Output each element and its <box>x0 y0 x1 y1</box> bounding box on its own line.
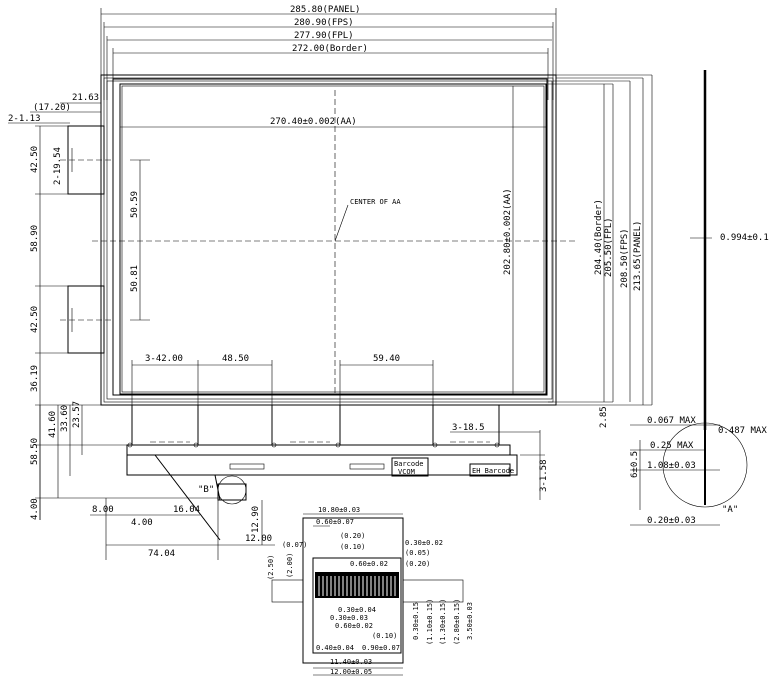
dim-0-60-b: 0.60±0.02 <box>350 560 388 568</box>
dim-41-60: 41.60 <box>48 411 58 438</box>
dim-48-50: 48.50 <box>222 354 249 364</box>
top-dimensions: 285.80(PANEL) 280.90(FPS) 277.90(FPL) 27… <box>100 5 557 100</box>
dim-0-25-max: 0.25 MAX <box>650 441 694 451</box>
dim-1-08: 1.08±0.03 <box>647 461 696 471</box>
dim-0-487-max: 0.487 MAX <box>718 426 767 436</box>
detail-b: 10.80±0.03 0.60±0.07 (0.20) (0.10) 0.30±… <box>267 506 474 676</box>
dim-4-00: 4.00 <box>131 518 153 528</box>
dim-aa-height: 202.80±0.002(AA) <box>503 188 513 275</box>
dim-1-10-v: (1.10±0.15) <box>426 599 434 645</box>
dim-12-00: 12.00 <box>245 534 272 544</box>
barcode-label-2-text: EH Barcode <box>472 467 514 475</box>
dim-aa-width: 270.40±0.002(AA) <box>270 117 357 127</box>
dim-0-07-p: (0.07) <box>282 541 307 549</box>
dim-50-59: 50.59 <box>130 191 140 218</box>
dim-50-81: 50.81 <box>130 265 140 292</box>
dim-fps-width: 280.90(FPS) <box>294 18 354 28</box>
barcode-label-1 <box>391 457 429 477</box>
dim-0-30-v: 0.30±0.15 <box>412 602 420 640</box>
dim-0-10-p2: (0.10) <box>372 632 397 640</box>
dim-0-30-c: 0.30±0.03 <box>330 614 368 622</box>
dim-59-40: 59.40 <box>373 354 400 364</box>
dim-21-63: 21.63 <box>72 93 99 103</box>
dim-16-04: 16.04 <box>173 505 200 515</box>
dim-fpl-height: 205.50(FPL) <box>604 217 614 277</box>
dim-3-18-5: 3-18.5 <box>452 423 485 433</box>
dim-panel-width: 285.80(PANEL) <box>290 5 360 15</box>
dim-36-19: 36.19 <box>30 365 40 392</box>
dim-42-50-top: 42.50 <box>30 146 40 173</box>
dim-0-05-p: (0.05) <box>405 549 430 557</box>
barcode-label-2 <box>469 463 511 477</box>
active-area: 270.40±0.002(AA) CENTER OF AA 50.59 50.8… <box>92 86 575 440</box>
dim-23-57: 23.57 <box>72 401 82 428</box>
dim-3-42: 3-42.00 <box>145 354 183 364</box>
dim-4-00-vertical: 4.00 <box>30 498 40 520</box>
dim-0-90: 0.90±0.07 <box>362 644 400 652</box>
detail-a-label: "A" <box>722 505 738 515</box>
dim-border-height: 204.40(Border) <box>594 199 604 275</box>
barcode-label-1-text: Barcode <box>394 460 424 468</box>
dim-2-50-p: (2.50) <box>267 555 275 580</box>
dim-0-30-a: 0.30±0.02 <box>405 539 443 547</box>
dim-3-50-v: 3.50±0.03 <box>466 602 474 640</box>
dim-33-60: 33.60 <box>60 405 70 432</box>
barcode-label-1-sub: VCOM <box>398 468 415 476</box>
dim-border-width: 272.00(Border) <box>292 44 368 54</box>
dim-0-10-p: (0.10) <box>340 543 365 551</box>
dim-0-20: 0.20±0.03 <box>647 516 696 526</box>
dim-10-80: 10.80±0.03 <box>318 506 360 514</box>
dim-42-50-bottom: 42.50 <box>30 306 40 333</box>
dim-12-00-b: 12.00±0.05 <box>330 668 372 676</box>
fpc-bottom: Barcode VCOM EH Barcode "B" 58.50 41.60 … <box>30 401 549 560</box>
dim-0-40: 0.40±0.04 <box>316 644 354 652</box>
dim-6-0-5: 6±0.5 <box>630 451 640 478</box>
dim-58-50: 58.50 <box>30 438 40 465</box>
dim-8-00: 8.00 <box>92 505 114 515</box>
dim-2-85: 2.85 <box>599 406 609 428</box>
center-of-aa-label: CENTER OF AA <box>350 198 401 206</box>
left-dimensions: 42.50 58.90 42.50 36.19 (17.20) 21.63 2-… <box>8 93 112 520</box>
mount-tab-top <box>67 125 105 195</box>
dim-2-1-13: 2-1.13 <box>8 114 41 124</box>
dim-0-30-b: 0.30±0.04 <box>338 606 376 614</box>
dim-3-1-58: 3-1.58 <box>539 459 549 492</box>
right-dimensions: 204.40(Border) 205.50(FPL) 208.50(FPS) 2… <box>548 70 769 430</box>
dim-12-90: 12.90 <box>251 506 261 533</box>
dim-fpl-width: 277.90(FPL) <box>294 31 354 41</box>
dim-0-20-p2: (0.20) <box>405 560 430 568</box>
dim-2-19-54: 2-19.54 <box>53 147 63 185</box>
dim-11-40: 11.40±0.03 <box>330 658 372 666</box>
dim-fps-height: 208.50(FPS) <box>620 228 630 288</box>
dim-thickness: 0.994±0.1 <box>720 233 769 243</box>
mount-tab-bottom <box>67 285 105 354</box>
dim-58-90: 58.90 <box>30 225 40 252</box>
dim-0-20-p: (0.20) <box>340 532 365 540</box>
dim-1-30-v: (1.30±0.15) <box>439 599 447 645</box>
dim-panel-height: 213.65(PANEL) <box>633 221 643 291</box>
dim-0-60-c: 0.60±0.02 <box>335 622 373 630</box>
dim-0-067-max: 0.067 MAX <box>647 416 696 426</box>
dim-0-60-a: 0.60±0.07 <box>316 518 354 526</box>
dim-2-00-p: (2.00) <box>286 553 294 578</box>
dim-74-04: 74.04 <box>148 549 175 559</box>
detail-b-callout: "B" <box>198 485 214 495</box>
dim-17-20: (17.20) <box>33 103 71 113</box>
detail-a: 0.067 MAX 0.487 MAX 0.25 MAX 1.08±0.03 6… <box>630 410 767 526</box>
dim-2-80-v: (2.80±0.15) <box>453 599 461 645</box>
